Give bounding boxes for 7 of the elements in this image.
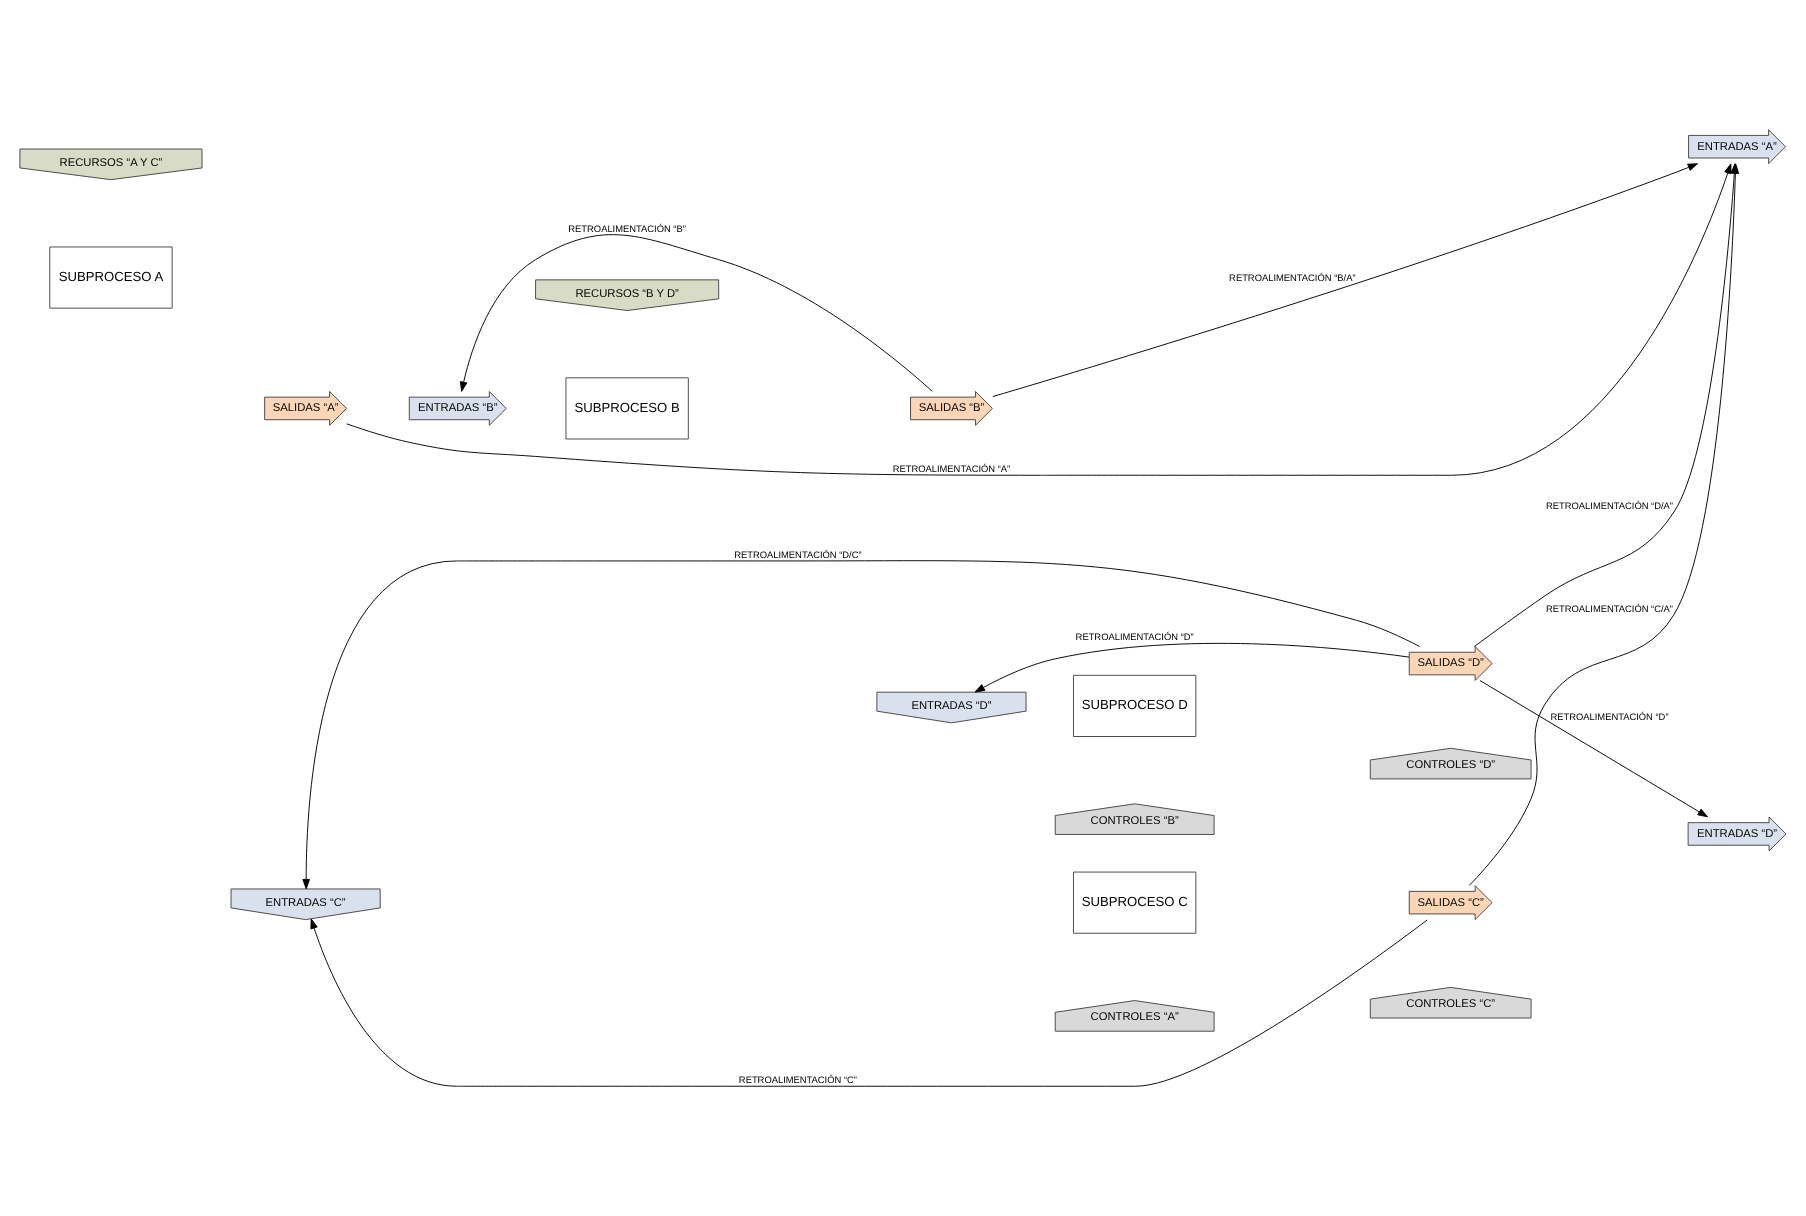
arrow <box>346 163 1732 476</box>
arrow <box>974 642 1410 693</box>
arrow <box>992 163 1699 398</box>
arrow <box>1479 680 1708 818</box>
arrow <box>459 234 933 392</box>
arrow <box>302 560 1421 890</box>
arrow <box>310 918 1428 1087</box>
